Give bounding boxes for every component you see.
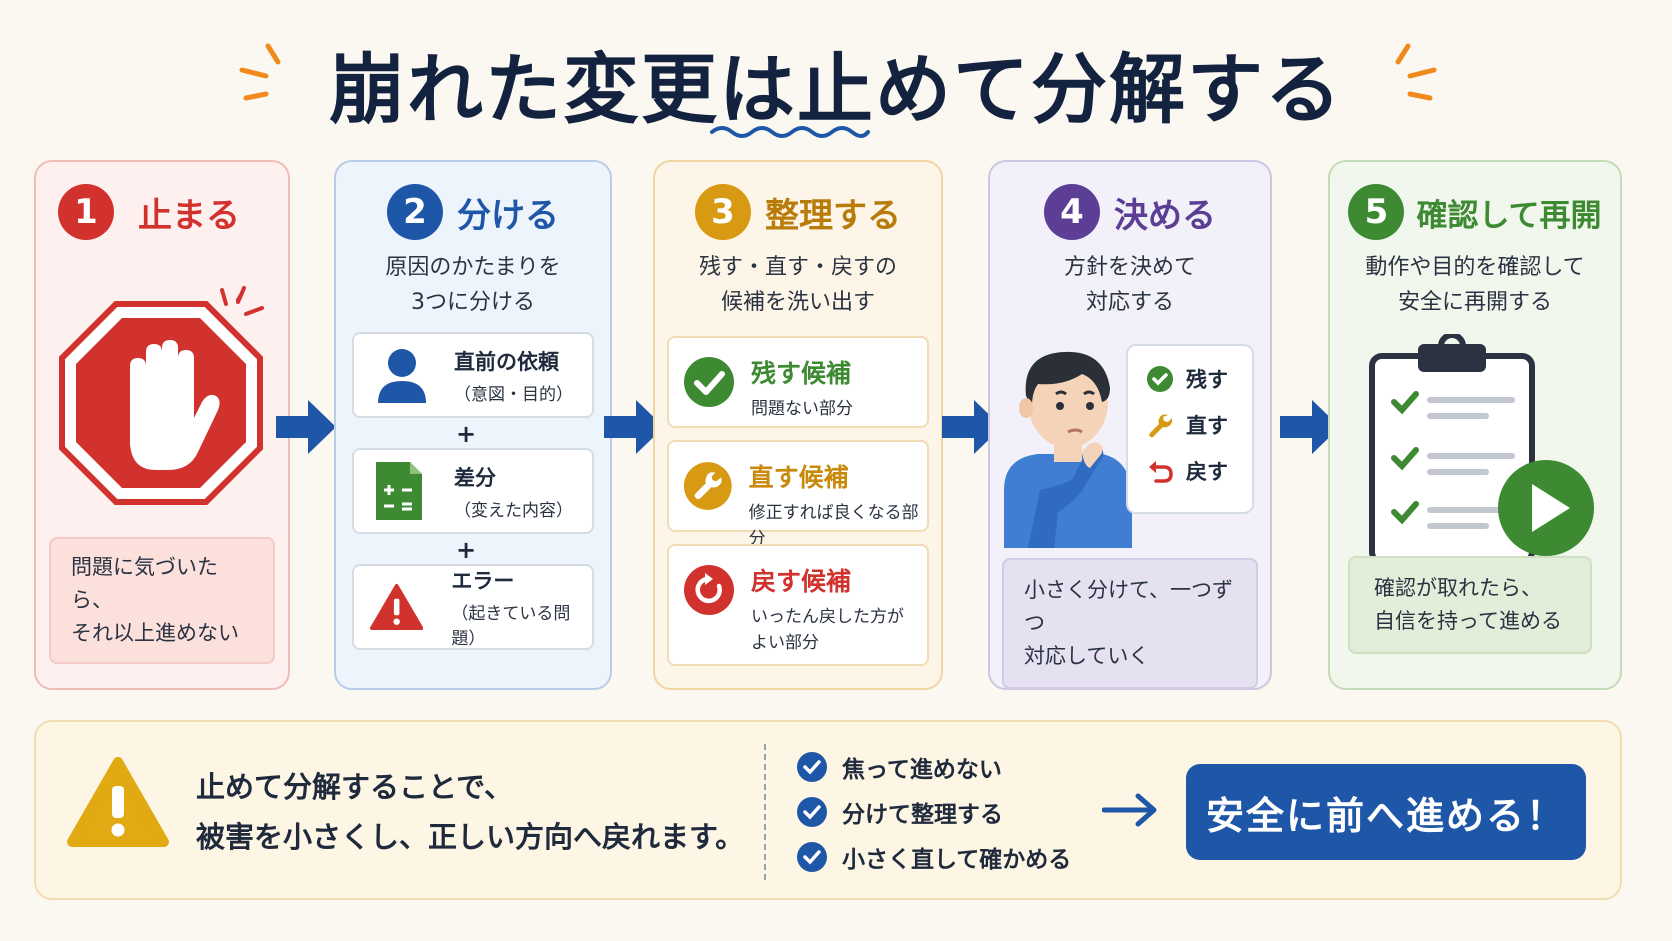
alert-rays-icon	[220, 286, 264, 316]
warning-icon	[370, 584, 424, 630]
warning-triangle-icon	[67, 757, 169, 847]
arrow-right-icon	[1280, 400, 1340, 454]
check-circle-icon	[797, 796, 827, 827]
wrench-circle-icon	[683, 462, 732, 510]
step-desc: 残す・直す・戻すの 候補を洗い出す	[698, 255, 897, 315]
revert-circle-icon	[684, 565, 734, 615]
check-item: 分けて整理する	[796, 789, 1071, 834]
decision-options-bubble: 残す 直す 戻す	[1126, 344, 1254, 514]
plus-sign: +	[456, 420, 477, 448]
arrow-right-icon	[1102, 793, 1157, 827]
step-desc: 方針を決めて 対応する	[1063, 255, 1196, 315]
option-revert: 戻す	[1146, 448, 1252, 494]
step-4-decide: 4 決める 方針を決めて 対応する 残す 直す 戻す 小さく分けて、一	[988, 160, 1272, 690]
candidate-revert-card: 戻す候補 いったん戻した方が よい部分	[667, 544, 929, 666]
step-title: 分ける	[457, 195, 559, 236]
summary-message: 止めて分解することで、 被害を小さくし、正しい方向へ戻れます。	[196, 770, 745, 854]
step-title: 決める	[1114, 195, 1216, 236]
step-number: 5	[1348, 184, 1405, 240]
title-area: 崩れた変更は止めて分解する	[0, 18, 1672, 138]
option-fix: 直す	[1146, 402, 1252, 448]
clipboard-play-icon	[1369, 334, 1594, 565]
arrow-right-icon	[942, 400, 1002, 454]
person-icon	[378, 349, 426, 403]
step-desc: 動作や目的を確認して 安全に再開する	[1365, 255, 1585, 315]
summary-checklist: 焦って進めない 分けて整理する 小さく直して確かめる	[796, 744, 1071, 879]
step-title: 確認して再開	[1416, 197, 1602, 234]
wrench-icon	[1149, 414, 1173, 438]
candidate-fix-card: 直す候補 修正すれば良くなる部分	[667, 440, 929, 549]
option-keep: 残す	[1146, 356, 1252, 402]
step-title: 整理する	[765, 195, 901, 236]
step-title: 止まる	[138, 195, 240, 236]
step-number: 2	[387, 184, 443, 240]
right-spark-icon	[1395, 43, 1437, 101]
step-4-note: 小さく分けて、一つずつ 対応していく	[1002, 558, 1258, 689]
check-circle-icon	[684, 357, 734, 407]
step-2-split: 2 分ける 原因のかたまりを 3つに分ける 直前の依頼 （意図・目的） + 差分…	[334, 160, 612, 690]
step-number: 4	[1044, 184, 1100, 240]
check-item: 小さく直して確かめる	[796, 834, 1071, 879]
summary-panel: 止めて分解することで、 被害を小さくし、正しい方向へ戻れます。 焦って進めない …	[34, 720, 1622, 900]
check-item: 焦って進めない	[796, 744, 1071, 789]
title-underline-squiggle	[710, 126, 870, 138]
arrow-right-icon	[604, 400, 664, 454]
step-5-note: 確認が取れたら、 自信を持って進める	[1348, 556, 1592, 654]
step-5-confirm-resume: 5 確認して再開 動作や目的を確認して 安全に再開する 確認が取れたら、 自信を…	[1328, 160, 1622, 690]
step-1-note: 問題に気づいたら、 それ以上進めない	[49, 537, 275, 664]
cause-card-request: 直前の依頼 （意図・目的）	[352, 332, 594, 418]
arrow-right-icon	[276, 400, 336, 454]
check-circle-icon	[797, 841, 827, 872]
proceed-safely-button[interactable]: 安全に前へ進める！	[1186, 764, 1586, 860]
plus-sign: +	[456, 536, 477, 564]
step-1-stop: 1 止まる 問題に気づいたら、 それ以上進めない	[34, 160, 290, 690]
step-desc: 原因のかたまりを 3つに分ける	[385, 255, 561, 315]
undo-icon	[1149, 461, 1173, 483]
page-title: 崩れた変更は止めて分解する	[329, 45, 1343, 134]
spreadsheet-diff-icon	[376, 462, 422, 520]
step-number: 1	[58, 184, 114, 240]
summary-divider	[764, 744, 766, 880]
cause-card-error: エラー （起きている問題）	[352, 564, 594, 650]
stop-hand-icon	[59, 294, 263, 505]
step-3-organize: 3 整理する 残す・直す・戻すの 候補を洗い出す 残す候補 問題ない部分 直す候…	[653, 160, 943, 690]
check-circle-icon	[797, 751, 827, 782]
left-spark-icon	[239, 43, 281, 101]
check-circle-icon	[1147, 366, 1173, 392]
step-number: 3	[695, 184, 751, 240]
cause-card-diff: 差分 （変えた内容）	[352, 448, 594, 534]
candidate-keep-card: 残す候補 問題ない部分	[667, 336, 929, 428]
thinking-person-icon	[1004, 351, 1132, 548]
